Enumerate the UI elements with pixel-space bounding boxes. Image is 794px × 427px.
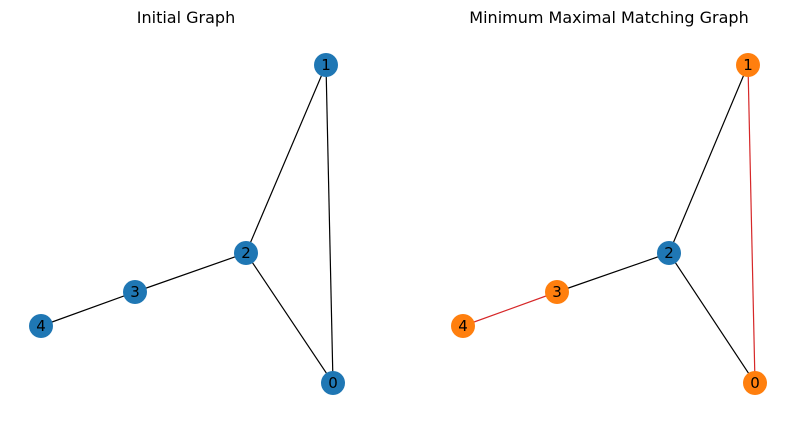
initial-node-0 <box>321 371 345 395</box>
matching-node-2 <box>657 241 681 265</box>
matching-node-label-0: 0 <box>750 374 760 392</box>
matching-node-label-3: 3 <box>552 283 562 301</box>
matching-edge-1-0 <box>747 64 756 384</box>
initial-node-2 <box>234 241 258 265</box>
initial-node-label-3: 3 <box>130 283 140 301</box>
matching-edge-2-3 <box>556 252 670 293</box>
initial-graph-title: Initial Graph <box>136 8 236 27</box>
matching-node-label-2: 2 <box>664 244 674 262</box>
initial-node-4 <box>29 314 53 338</box>
matching-node-1 <box>736 53 760 77</box>
matching-node-label-4: 4 <box>458 317 468 335</box>
initial-edge-1-2 <box>245 64 327 254</box>
matching-node-3 <box>545 280 569 304</box>
matching-graph: 0 1 2 3 4 <box>451 53 767 395</box>
initial-node-3 <box>123 280 147 304</box>
matching-node-0 <box>743 371 767 395</box>
initial-node-label-0: 0 <box>328 374 338 392</box>
initial-edge-2-0 <box>245 252 334 384</box>
matching-edge-2-0 <box>668 252 756 384</box>
matching-node-4 <box>451 314 475 338</box>
initial-edge-1-0 <box>325 64 334 384</box>
matching-node-label-1: 1 <box>743 56 753 74</box>
matching-edge-1-2 <box>668 64 749 254</box>
initial-edge-3-4 <box>40 291 136 327</box>
initial-edge-2-3 <box>134 252 247 293</box>
initial-node-label-1: 1 <box>321 56 331 74</box>
initial-graph: 0 1 2 3 4 <box>29 53 345 395</box>
initial-node-label-2: 2 <box>241 244 251 262</box>
matching-graph-title: Minimum Maximal Matching Graph <box>469 8 749 27</box>
matching-edge-3-4 <box>462 291 558 327</box>
initial-node-1 <box>314 53 338 77</box>
initial-node-label-4: 4 <box>36 317 46 335</box>
